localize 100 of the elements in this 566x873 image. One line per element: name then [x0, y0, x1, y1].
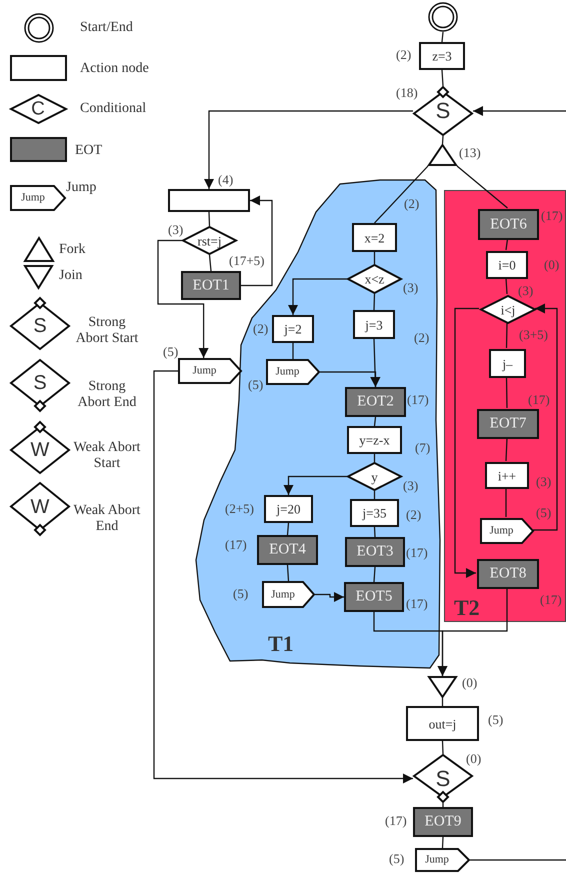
cost-annotation: (17)	[407, 393, 429, 406]
thread-label: T2	[454, 597, 480, 619]
symbol-letter: S	[33, 316, 47, 336]
statement-text: j=2	[284, 322, 302, 336]
legend-label: Action node	[80, 61, 149, 78]
arrow	[241, 196, 273, 286]
connector-line	[442, 136, 444, 144]
cost-annotation: (5)	[233, 587, 248, 600]
cost-annotation: (3+5)	[519, 328, 548, 341]
eot-box	[257, 535, 318, 565]
thread-label: T1	[268, 633, 294, 655]
statement-text: x=2	[364, 231, 385, 244]
condition-label: y	[371, 470, 378, 483]
cost-annotation: (3)	[403, 479, 418, 492]
connector-line	[374, 166, 428, 224]
connector-line	[441, 32, 444, 42]
cost-annotation: (2)	[396, 48, 412, 61]
legend-label: Jump	[66, 180, 96, 196]
arrow	[315, 592, 344, 602]
condition-label: i<j	[500, 303, 516, 316]
eot-label: EOT7	[490, 416, 526, 432]
abort-letter: S	[436, 768, 450, 790]
action-box	[347, 426, 402, 454]
connector-line	[374, 491, 376, 499]
cost-annotation: (0)	[544, 258, 560, 271]
join-triangle	[428, 676, 457, 698]
eot-box	[477, 409, 539, 439]
cost-annotation: (17)	[406, 597, 428, 610]
legend-label: Conditional	[80, 101, 146, 118]
statement-text: y=z-x	[359, 434, 390, 446]
action-box	[486, 251, 528, 279]
eot-label: EOT1	[192, 278, 230, 293]
eot-label: EOT9	[424, 814, 462, 830]
jump-tag	[262, 581, 315, 608]
cost-annotation: (2)	[414, 331, 430, 344]
cost-annotation: (17)	[540, 593, 562, 606]
cost-annotation: (3)	[403, 281, 418, 294]
eot-box	[345, 387, 406, 417]
action-box	[353, 310, 395, 339]
connector-line	[442, 836, 444, 848]
connector-line	[505, 238, 508, 250]
legend-label: Weak Abort Start	[72, 440, 142, 472]
arrow	[284, 476, 347, 495]
jump-tag	[178, 358, 242, 384]
action-box	[485, 462, 529, 489]
jump-tag	[266, 359, 320, 385]
eot-label: EOT4	[269, 542, 306, 558]
connector-line	[286, 522, 290, 536]
cost-annotation: (2)	[253, 322, 268, 335]
condition-label: x<z	[364, 272, 384, 286]
arrow	[153, 370, 413, 784]
condition-label: rst=j	[198, 234, 222, 247]
cost-annotation: (0)	[466, 752, 482, 765]
connector-line	[441, 70, 444, 86]
action-box	[419, 42, 465, 70]
eot-label: EOT2	[357, 394, 394, 410]
action-box	[489, 349, 526, 378]
connector-line	[442, 740, 444, 754]
action-box	[272, 315, 314, 343]
statement-text: i=0	[498, 258, 516, 272]
cost-annotation: (17)	[528, 393, 550, 406]
eot-box	[477, 559, 539, 589]
action-box	[168, 189, 250, 212]
statement-text: j=3	[365, 318, 383, 331]
connector-line	[374, 252, 376, 264]
connector-line	[208, 254, 212, 272]
eot-box	[413, 807, 473, 837]
connector-line	[505, 488, 507, 517]
eot-box	[345, 537, 405, 567]
arrow	[157, 240, 209, 358]
arrow	[288, 278, 347, 315]
connector-line	[456, 166, 508, 208]
arrow	[533, 304, 558, 531]
cost-annotation: (17)	[385, 814, 407, 827]
decision-diamond	[347, 264, 402, 294]
abort-letter: S	[436, 100, 450, 122]
connector-line	[442, 698, 444, 706]
arrow	[473, 106, 566, 116]
connector-line	[286, 564, 290, 582]
symbol-letter: W	[30, 497, 50, 517]
cost-annotation: (2)	[406, 508, 422, 521]
cost-annotation: (5)	[488, 713, 504, 726]
jump-label: Jump	[192, 366, 216, 376]
eot-box	[181, 271, 241, 300]
cost-annotation: (17)	[541, 209, 563, 222]
eot-label: EOT3	[356, 544, 394, 560]
jump-label: Jump	[21, 192, 45, 204]
decision-diamond	[347, 462, 402, 491]
connector-line	[373, 294, 376, 310]
cost-annotation: (17+5)	[229, 254, 264, 267]
legend-label: Start/End	[80, 20, 133, 36]
jump-label: Jump	[271, 589, 295, 600]
cost-annotation: (13)	[459, 146, 481, 159]
jump-label: Jump	[276, 366, 300, 378]
connector-line	[374, 416, 376, 426]
connector-line	[470, 859, 566, 861]
connector-line	[292, 343, 294, 359]
jump-label: Jump	[425, 854, 449, 866]
cost-annotation: (3)	[168, 223, 184, 236]
connector-line	[373, 566, 376, 582]
